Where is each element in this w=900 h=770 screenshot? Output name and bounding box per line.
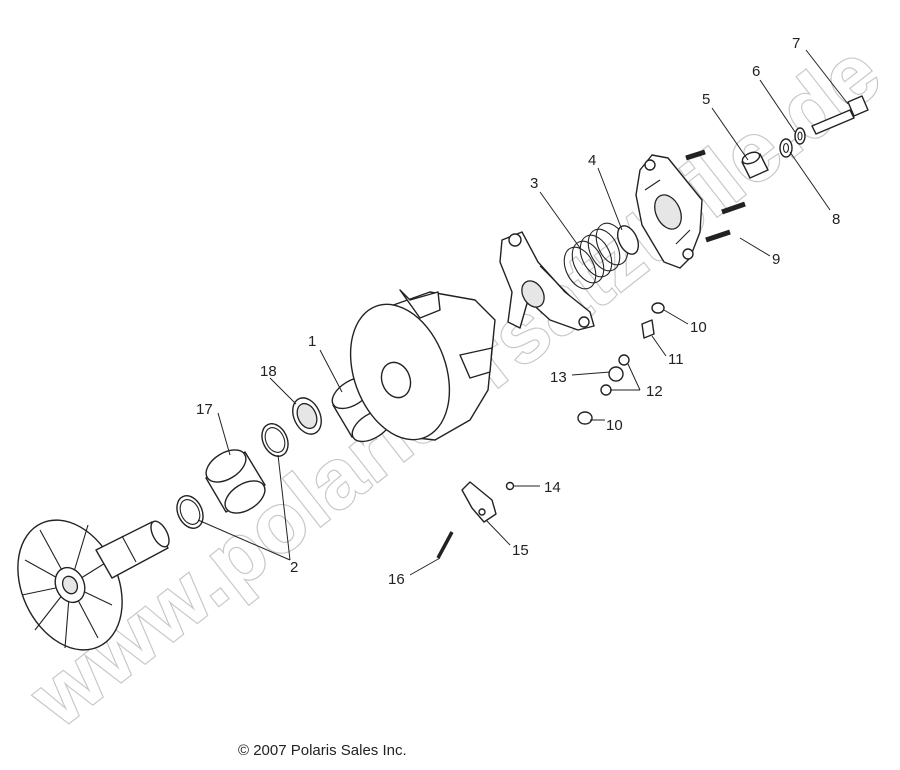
fixed-sheave-fan-part[interactable] <box>0 503 173 667</box>
cover-plate-part[interactable] <box>635 154 703 269</box>
callout-5: 5 <box>702 91 710 108</box>
callout-6: 6 <box>752 63 760 80</box>
roller-part-13[interactable] <box>608 366 624 382</box>
bolt-part-9b[interactable] <box>721 201 746 215</box>
callout-7: 7 <box>792 35 800 52</box>
callout-15: 15 <box>512 542 529 559</box>
callout-10b: 10 <box>606 417 623 434</box>
callout-10a: 10 <box>690 319 707 336</box>
nut-part-14[interactable] <box>505 481 515 491</box>
o-ring-part-2a[interactable] <box>172 492 208 533</box>
callout-9: 9 <box>772 251 780 268</box>
callout-3: 3 <box>530 175 538 192</box>
callout-17: 17 <box>196 401 213 418</box>
bushing-part-10a[interactable] <box>651 302 665 314</box>
leader-lines <box>197 49 849 576</box>
callout-16: 16 <box>388 571 405 588</box>
o-ring-part-2b[interactable] <box>257 420 293 461</box>
bushing-ring-part-18[interactable] <box>287 393 327 438</box>
callout-14: 14 <box>544 479 561 496</box>
bushing-part-17[interactable] <box>200 443 270 519</box>
callout-13: 13 <box>550 369 567 386</box>
bushing-part-5[interactable] <box>741 150 769 179</box>
bolt-part-7[interactable] <box>811 95 869 135</box>
bushing-part-10b[interactable] <box>577 411 593 425</box>
washer-part-12a[interactable] <box>618 354 630 366</box>
bolt-part-9a[interactable] <box>685 149 706 161</box>
callout-2: 2 <box>290 559 298 576</box>
callout-8: 8 <box>832 211 840 228</box>
pin-part-16[interactable] <box>436 531 454 559</box>
spider-part-3[interactable] <box>499 231 595 331</box>
washer-part-8[interactable] <box>779 138 793 158</box>
washer-part-6[interactable] <box>794 127 806 145</box>
callout-11: 11 <box>668 351 684 368</box>
bolt-part-9c[interactable] <box>705 229 731 243</box>
weight-part-15[interactable] <box>461 481 497 523</box>
ring-part-4[interactable] <box>614 223 643 258</box>
callout-18: 18 <box>260 363 277 380</box>
callout-4: 4 <box>588 152 596 169</box>
moveable-sheave-part[interactable] <box>333 289 496 454</box>
pin-part-11[interactable] <box>641 319 655 339</box>
callout-12: 12 <box>646 383 663 400</box>
spring-part-3[interactable] <box>558 218 634 294</box>
copyright-notice: © 2007 Polaris Sales Inc. <box>238 742 407 759</box>
washer-part-12b[interactable] <box>600 384 612 396</box>
callout-1: 1 <box>308 333 316 350</box>
